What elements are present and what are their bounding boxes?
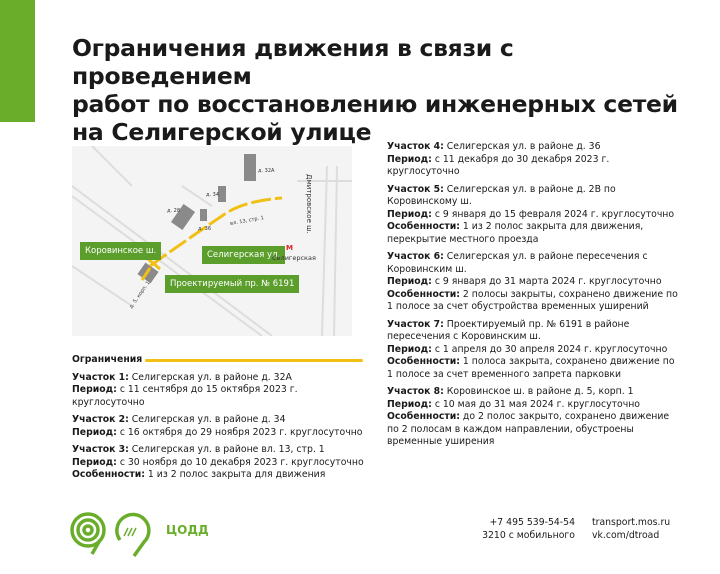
features-label: Особенности: [387,356,460,367]
period: с 11 декабря до 30 декабря 2023 г. кругл… [387,153,610,178]
page-title: Ограничения движения в связи с проведени… [72,34,692,146]
section-place: Селигерская ул. в районе д. 2В по Корови… [387,183,616,208]
accent-bar [0,0,35,122]
section-place: Коровинское ш. в районе д. 5, корп. 1 [443,386,634,397]
sections-right: Участок 4: Селигерская ул. в районе д. 3… [387,141,682,454]
section-place: Селигерская ул. в районе пересечения с К… [387,251,648,275]
title-line: на Селигерской улице [72,118,372,146]
period: с 1 апреля до 30 апреля 2024 г. круглосу… [431,343,668,355]
sections-left: Ограничения Участок 1: Селигерская ул. в… [72,354,372,487]
section-5: Участок 5: Селигерская ул. в районе д. 2… [387,184,682,247]
contact-phones: +7 495 539-54-54 3210 с мобильного [482,516,575,542]
period-label: Период: [72,384,117,395]
title-line: Ограничения движения в связи с проведени… [72,34,514,90]
title-line: работ по восстановлению инженерных сетей [72,90,678,118]
logo-icon [70,512,151,558]
features: 1 из 2 полос закрыта для движения, перек… [387,221,644,245]
features-label: Особенности: [72,469,145,480]
period-label: Период: [72,456,117,468]
section-place: Селигерская ул. в районе д. 36 [443,141,601,152]
section-4: Участок 4: Селигерская ул. в районе д. 3… [387,141,682,179]
map-roads [72,146,352,336]
section-1: Участок 1: Селигерская ул. в районе д. 3… [72,372,372,410]
contact-links: transport.mos.ru vk.com/dtroad [592,516,670,542]
period: с 9 января до 15 февраля 2024 г. круглос… [431,208,675,220]
section-title: Участок 7: [387,318,444,330]
period-label: Период: [387,398,432,410]
section-title: Участок 3: [72,444,129,455]
period: с 9 января до 31 марта 2024 г. круглосут… [431,276,662,287]
features: до 2 полос закрыто, сохранено движение п… [387,411,670,447]
map-label-korovinskoe: Коровинское ш. [80,242,162,260]
period-label: Период: [387,208,432,220]
period: с 16 октября до 29 ноября 2023 г. кругло… [116,426,363,438]
logo-text: ЦОДД [166,523,209,537]
section-2: Участок 2: Селигерская ул. в районе д. 3… [72,414,372,439]
mobile-phone: 3210 с мобильного [482,530,575,541]
legend-label: Ограничения [72,354,143,365]
map-label-metro: Селигерская [272,254,316,262]
metro-icon: М [286,244,293,252]
features: 1 полоса закрыта, сохранено движение по … [387,356,675,380]
period-label: Период: [387,343,432,355]
period-label: Период: [387,276,432,287]
legend: Ограничения [72,354,372,367]
section-title: Участок 8: [387,386,444,397]
map: Коровинское ш. Селигерская ул. Проектиру… [72,146,352,336]
section-place: Селигерская ул. в районе д. 32А [128,371,292,383]
section-title: Участок 6: [387,251,444,262]
house-label: д. 34 [206,192,219,198]
house-label: д. 28 [167,208,180,214]
features: 1 из 2 полос закрыта для движения [144,469,326,480]
map-label-seligerskaya: Селигерская ул. [202,246,286,264]
section-place: Селигерская ул. в районе вл. 13, стр. 1 [128,444,325,455]
house-label: д. 36 [198,226,211,232]
period: с 30 ноября до 10 декабря 2023 г. кругло… [116,456,364,468]
phone: +7 495 539-54-54 [489,517,575,528]
house-label: д. 32А [258,168,275,174]
features-label: Особенности: [387,288,460,300]
period-label: Период: [387,153,432,165]
section-title: Участок 1: [72,371,129,383]
map-label-proekt: Проектируемый пр. № 6191 [165,275,300,293]
section-title: Участок 5: [387,183,444,195]
section-3: Участок 3: Селигерская ул. в районе вл. … [72,444,372,482]
section-title: Участок 4: [387,141,444,152]
map-label-dmitrovskoe: Дмитровское ш. [305,174,313,234]
legend-line [145,358,364,362]
features: 2 полосы закрыты, сохранено движение по … [387,288,678,313]
section-6: Участок 6: Селигерская ул. в районе пере… [387,251,682,314]
features-label: Особенности: [387,221,460,232]
site-link[interactable]: transport.mos.ru [592,517,671,528]
section-8: Участок 8: Коровинское ш. в районе д. 5,… [387,386,682,449]
period: с 11 сентября до 15 октября 2023 г. круг… [72,384,298,408]
vk-link[interactable]: vk.com/dtroad [592,530,660,541]
features-label: Особенности: [387,411,460,422]
section-place: Селигерская ул. в районе д. 34 [128,414,286,425]
section-title: Участок 2: [72,414,129,425]
period: с 10 мая до 31 мая 2024 г. круглосуточно [431,398,640,410]
section-7: Участок 7: Проектируемый пр. № 6191 в ра… [387,319,682,382]
period-label: Период: [72,426,117,438]
section-place: Проектируемый пр. № 6191 в районе пересе… [387,318,630,343]
